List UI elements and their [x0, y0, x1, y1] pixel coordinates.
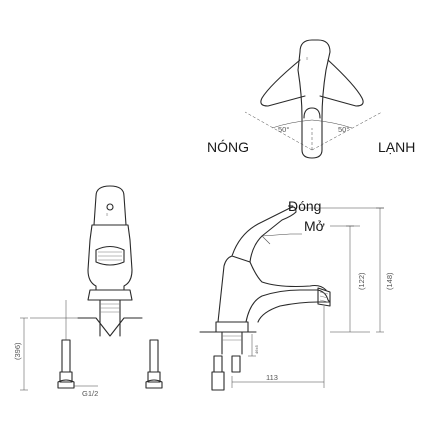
dim-148-line: [300, 207, 384, 333]
dim-396-label: (396): [13, 342, 22, 360]
front-view-body: [87, 224, 133, 291]
dim-396-line: [20, 317, 28, 391]
angle-arc-left: [271, 119, 313, 129]
svg-text:≡: ≡: [106, 212, 109, 217]
front-view-hose-right: [147, 339, 161, 383]
dim-122-line: [330, 225, 370, 333]
front-view-deck: [77, 317, 143, 337]
front-view-aerator: [95, 245, 125, 266]
dim-148-label: (148): [385, 272, 394, 290]
cold-label: LẠNH: [378, 139, 415, 155]
angle-line-left: [244, 111, 313, 151]
angle-line-right: [311, 111, 383, 151]
angle-arc-right: [311, 119, 353, 129]
angle-left-label: 50°: [278, 125, 289, 134]
dim-122-label: (122): [357, 272, 366, 290]
top-view-right-wing: [319, 59, 364, 107]
side-view: (122) (148) 46±5 113 Đóng Mở: [199, 198, 394, 391]
top-view-logo: ≡: [306, 56, 309, 61]
top-view-left-wing: [260, 59, 306, 107]
side-view-handle: [231, 206, 297, 263]
angle-right-label: 50°: [338, 125, 349, 134]
front-view-logo: [106, 203, 114, 211]
front-view-base: [87, 289, 133, 301]
side-view-body: [217, 255, 331, 323]
front-view: ≡ (396) G1/2: [13, 185, 163, 398]
side-view-handle-open: [261, 233, 302, 237]
open-label: Mở: [304, 218, 325, 234]
front-view-hose-left: [59, 339, 73, 383]
side-view-hose: [211, 355, 225, 391]
close-label: Đóng: [288, 198, 321, 214]
side-view-aerator: [317, 287, 331, 307]
front-view-handle: [93, 185, 127, 226]
thread-label: G1/2: [82, 389, 98, 398]
side-view-base: [215, 321, 249, 333]
hot-label: NÓNG: [207, 139, 249, 155]
side-view-shank: [221, 331, 243, 355]
top-view-handle: [297, 39, 331, 159]
dim-small-label: 46±5: [254, 344, 259, 354]
top-view: ≡ 50° 50° NÓNG LẠNH: [207, 39, 415, 159]
dim-113-label: 113: [266, 373, 278, 382]
dim-113-line: [231, 306, 325, 388]
top-view-base: [303, 107, 321, 119]
front-view-shank: [99, 299, 121, 337]
